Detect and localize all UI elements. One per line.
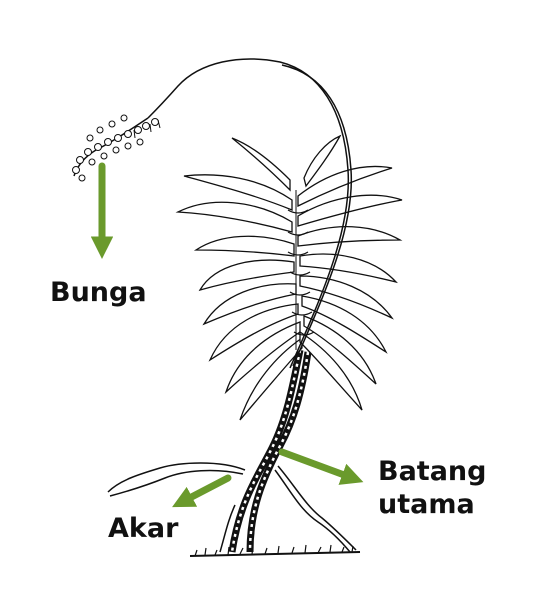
label-batang-utama: Batang utama: [378, 455, 518, 521]
label-batang-line1: Batang: [378, 456, 487, 487]
label-bunga: Bunga: [50, 277, 147, 308]
main-stem: [228, 349, 312, 553]
label-akar: Akar: [108, 513, 179, 544]
akar-arrow: [172, 474, 232, 508]
ground: [189, 544, 361, 557]
batang-arrow: [278, 448, 364, 485]
roots: [107, 462, 357, 553]
label-batang-line2: utama: [378, 489, 475, 520]
leaves: [175, 134, 403, 421]
flower-cluster: [72, 114, 161, 182]
